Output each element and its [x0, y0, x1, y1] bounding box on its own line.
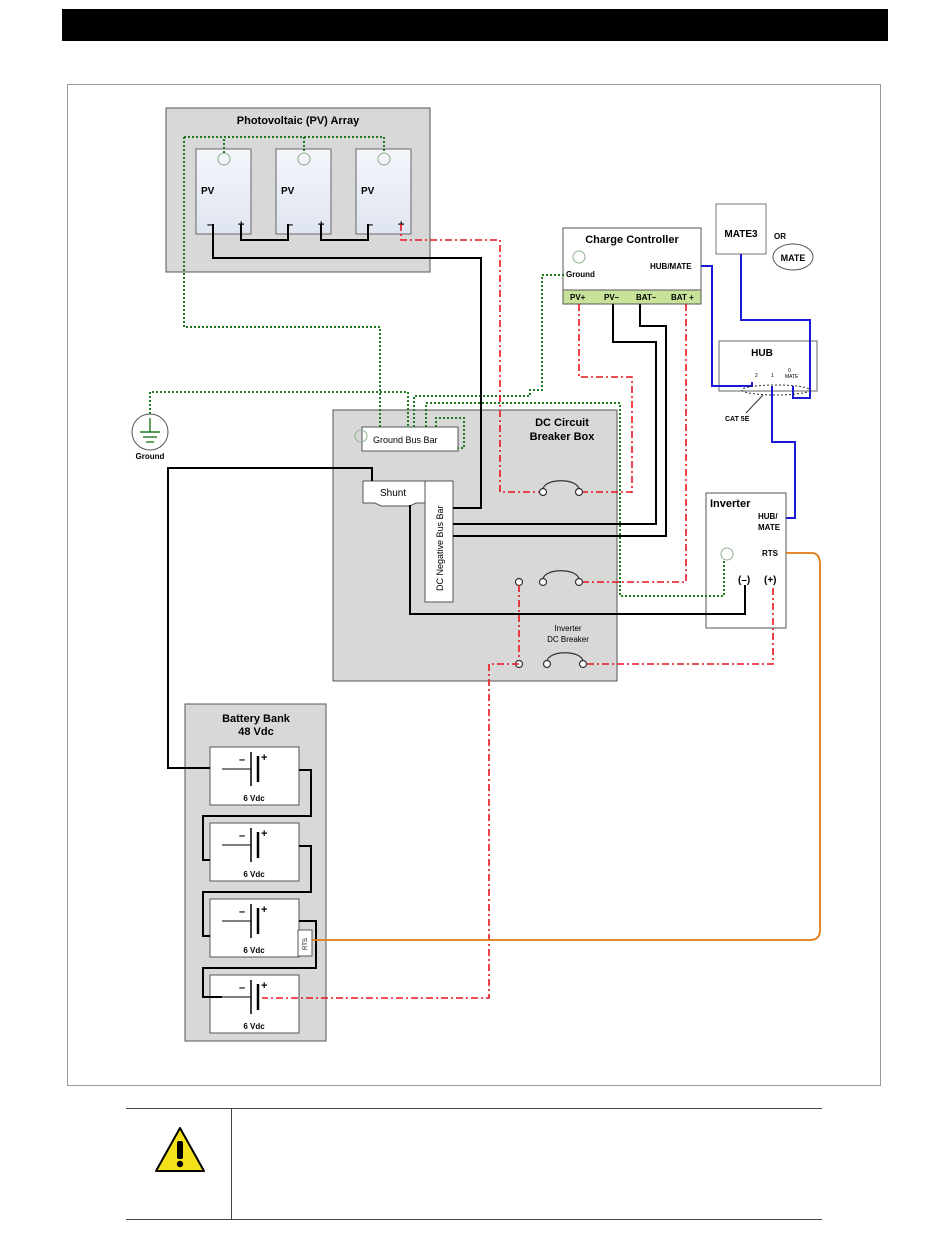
- cc-terminal-pv-neg: PV–: [604, 293, 620, 302]
- cc-hub-mate-label: HUB/MATE: [650, 262, 692, 271]
- dc-breaker-box: [332, 409, 618, 682]
- header-bar: [62, 9, 888, 41]
- pv-module-1: PV – +: [195, 148, 252, 235]
- inverter-dc-breaker: [514, 652, 588, 669]
- ground-symbol-icon: [572, 250, 586, 264]
- battery-pos-terminal: +: [261, 752, 267, 764]
- dc-negative-bus-bar: [424, 480, 454, 603]
- ground-symbol-icon: [377, 152, 391, 166]
- pv-module-label: PV: [361, 186, 375, 197]
- comms-wiring: [701, 254, 811, 519]
- battery-pos-terminal: +: [261, 980, 267, 992]
- inverter-hub-label-2: MATE: [758, 523, 781, 532]
- mate-label: MATE: [781, 253, 806, 263]
- ground-symbol-icon: [297, 152, 311, 166]
- cc-ground-label: Ground: [566, 270, 595, 279]
- battery-neg-terminal: –: [239, 906, 245, 918]
- or-label: OR: [774, 232, 786, 241]
- battery-voltage: 6 Vdc: [243, 794, 265, 803]
- battery-neg-terminal: –: [239, 830, 245, 842]
- pv-module-label: PV: [201, 186, 215, 197]
- battery-pos-terminal: +: [261, 828, 267, 840]
- battery-breaker: [514, 570, 584, 587]
- pv-neg-terminal: –: [367, 219, 373, 231]
- hub-port-0: 0: [788, 368, 791, 374]
- pv-neg-terminal: –: [287, 219, 293, 231]
- rts-sensor-label: RTS: [303, 938, 309, 950]
- mate-oval: [772, 243, 814, 271]
- pv-module-2: PV – +: [275, 148, 332, 235]
- battery-cell-2: – + 6 Vdc: [209, 822, 300, 882]
- battery-bank-title-2: 48 Vdc: [238, 726, 273, 738]
- pv-array-title: Photovoltaic (PV) Array: [237, 115, 360, 127]
- cc-terminal-bat-neg: BAT–: [636, 293, 657, 302]
- battery-neg-terminal: –: [239, 754, 245, 766]
- pv-module-label: PV: [281, 186, 295, 197]
- battery-cell-3: RTS – + 6 Vdc: [209, 898, 313, 958]
- inverter-pos-terminal: (+): [764, 575, 777, 586]
- inverter-hub-label-1: HUB/: [758, 512, 778, 521]
- earth-ground-label: Ground: [136, 452, 165, 461]
- negative-wiring: [167, 224, 746, 998]
- ground-symbol-icon: [720, 547, 734, 561]
- ground-bus-bar: [361, 426, 459, 452]
- charge-controller-title: Charge Controller: [585, 234, 679, 246]
- mate3-label: MATE3: [724, 229, 758, 240]
- inverter-rts-label: RTS: [762, 549, 779, 558]
- wiring-diagram: Photovoltaic (PV) Array DC Circuit Break…: [131, 107, 821, 1042]
- battery-voltage: 6 Vdc: [243, 1022, 265, 1031]
- inverter-title: Inverter: [710, 498, 751, 510]
- pv-neg-terminal: –: [207, 219, 213, 231]
- cc-terminal-bat-pos: BAT +: [671, 293, 694, 302]
- ground-bus-bar-label: Ground Bus Bar: [373, 435, 438, 445]
- battery-voltage: 6 Vdc: [243, 870, 265, 879]
- caution-triangle-icon: [154, 1126, 206, 1179]
- positive-wiring: [262, 224, 774, 999]
- charge-controller: Charge Controller Ground HUB/MATE PV+ PV…: [562, 227, 702, 305]
- ground-wiring: [149, 136, 725, 597]
- pv-breaker: [538, 480, 584, 497]
- rts-sensor: [297, 929, 313, 957]
- battery-cell-1: – + 6 Vdc: [209, 746, 300, 806]
- battery-cell-4: – + 6 Vdc: [209, 974, 300, 1034]
- battery-voltage: 6 Vdc: [243, 946, 265, 955]
- caution-divider: [231, 1109, 232, 1219]
- rts-wiring: [312, 552, 821, 941]
- mate3-box: [715, 203, 767, 255]
- inverter-breaker-label-1: Inverter: [554, 624, 581, 633]
- pv-module-3: PV – +: [355, 148, 412, 235]
- cat5e-label: CAT 5E: [725, 416, 750, 423]
- earth-ground: Ground: [131, 413, 169, 461]
- ground-symbol-icon: [354, 429, 368, 443]
- inverter-neg-terminal: (–): [738, 575, 750, 586]
- inverter-breaker-label-2: DC Breaker: [547, 635, 589, 644]
- cc-terminal-pv-pos: PV+: [570, 293, 586, 302]
- hub-title: HUB: [751, 348, 773, 359]
- dc-negative-bus-bar-label: DC Negative Bus Bar: [435, 505, 445, 591]
- diagram-frame: [67, 84, 881, 1086]
- dc-box-title-1: DC Circuit: [535, 417, 589, 429]
- shunt-label: Shunt: [380, 488, 406, 499]
- hub-port-1: 1: [771, 373, 774, 379]
- hub-port-2: 2: [755, 373, 758, 379]
- hub: HUB 2 1 0 MATE: [718, 340, 818, 392]
- battery-pos-terminal: +: [261, 904, 267, 916]
- dc-box-title-2: Breaker Box: [530, 431, 596, 443]
- battery-bank-title-1: Battery Bank: [222, 713, 291, 725]
- hub-port-mate: MATE: [785, 374, 799, 380]
- caution-box: [126, 1108, 822, 1220]
- cat5e-pointer: [741, 384, 811, 414]
- battery-neg-terminal: –: [239, 982, 245, 994]
